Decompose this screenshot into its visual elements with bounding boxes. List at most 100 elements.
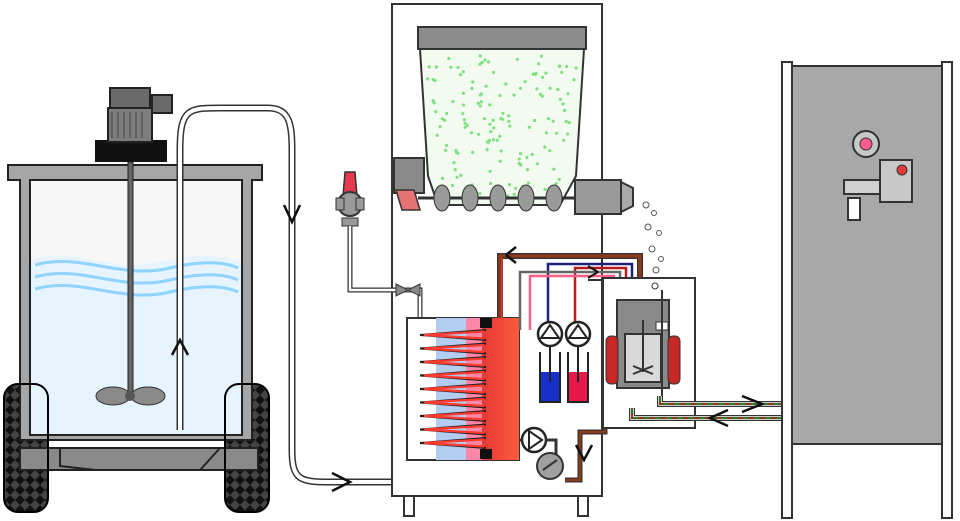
seed-particle xyxy=(535,87,539,91)
seed-particle xyxy=(523,80,527,84)
seed-particle xyxy=(456,151,460,155)
hopper-icon xyxy=(417,26,587,206)
seed-particle xyxy=(562,108,567,112)
seed-particle xyxy=(465,123,469,127)
seed-particle xyxy=(461,103,466,107)
pump-icon xyxy=(564,320,592,348)
seed-particle xyxy=(564,119,568,124)
agitator-shaft xyxy=(127,161,134,398)
seed-particle xyxy=(530,152,534,157)
seed-particle xyxy=(426,77,430,81)
seed-particle xyxy=(478,93,482,97)
seed-particle xyxy=(489,130,493,134)
seed-particle xyxy=(451,99,455,104)
seed-particle xyxy=(445,111,449,116)
seed-particle xyxy=(427,65,431,69)
pump-icon xyxy=(536,320,564,348)
seed-particle xyxy=(566,132,570,136)
seed-particle xyxy=(478,54,482,58)
seed-particle xyxy=(547,117,551,121)
seed-particle xyxy=(498,93,502,98)
seed-particle xyxy=(454,148,458,153)
seed-particle xyxy=(572,78,576,82)
motor-icon xyxy=(574,179,634,215)
seed-particle xyxy=(512,192,516,196)
seed-particle xyxy=(492,126,496,130)
seed-particle xyxy=(525,168,530,172)
seed-particle xyxy=(548,86,552,90)
seed-particle xyxy=(476,132,481,136)
seed-particle xyxy=(491,70,496,75)
seed-particle xyxy=(486,60,491,64)
seed-particle xyxy=(478,191,482,196)
coil-loop-fill xyxy=(423,343,485,354)
seed-particle xyxy=(478,104,482,108)
seed-particle xyxy=(471,150,475,154)
seed-particle xyxy=(445,143,449,148)
mixing-tank xyxy=(4,87,269,512)
seed-particle xyxy=(488,169,492,173)
seed-particle xyxy=(539,54,544,58)
seed-particle xyxy=(476,101,480,105)
seed-particle xyxy=(489,181,493,186)
cabinet-icon xyxy=(781,61,953,519)
seed-particle xyxy=(438,125,442,129)
seed-particle xyxy=(566,92,570,96)
seed-particle xyxy=(560,70,564,74)
seed-particle xyxy=(558,97,562,101)
seed-particle xyxy=(504,82,508,86)
seed-particle xyxy=(574,66,578,70)
seed-particle xyxy=(434,110,438,114)
seed-particle xyxy=(501,111,505,115)
seed-particle xyxy=(565,64,569,69)
seed-particle xyxy=(453,168,457,172)
auger-icon xyxy=(393,157,585,212)
seed-particle xyxy=(508,124,512,128)
seed-particle xyxy=(440,176,445,180)
check-valve-icon xyxy=(395,283,421,297)
seed-particle xyxy=(552,167,556,171)
seed-particle xyxy=(512,93,516,97)
seed-particle xyxy=(488,103,492,107)
flow-arrow-down xyxy=(282,204,302,225)
coil-loop-fill xyxy=(423,357,485,367)
seed-particle xyxy=(463,125,467,129)
coil-loop-fill xyxy=(423,330,485,340)
seed-particle xyxy=(554,182,558,186)
seed-particle xyxy=(514,186,518,190)
seed-particle xyxy=(543,187,547,191)
seed-particle xyxy=(485,140,490,144)
seed-particle xyxy=(558,64,562,68)
seed-particle xyxy=(485,148,489,152)
coil-loop-fill xyxy=(423,411,485,421)
seed-particle xyxy=(495,138,499,142)
seed-particle xyxy=(451,183,455,188)
seed-particle xyxy=(507,119,511,123)
seed-particle xyxy=(491,138,496,142)
seed-particle xyxy=(515,57,519,61)
seed-particle xyxy=(499,116,503,121)
seed-particle xyxy=(544,71,548,75)
seed-particle xyxy=(444,148,448,152)
valve-icon xyxy=(335,171,365,227)
seed-particle xyxy=(484,84,488,88)
seed-particle xyxy=(562,138,566,142)
seed-particle xyxy=(479,100,483,104)
seed-particle xyxy=(449,65,453,69)
seed-particle xyxy=(551,119,555,123)
motor-icon xyxy=(95,87,173,162)
coil-loop-fill xyxy=(423,370,485,381)
seed-particle xyxy=(447,56,451,61)
seed-particle xyxy=(507,114,511,118)
coil-loop-fill xyxy=(423,397,485,408)
dispenser-unit xyxy=(843,130,913,221)
seed-particle xyxy=(434,65,438,69)
seed-particle xyxy=(498,134,502,138)
seed-particle xyxy=(455,175,459,179)
seed-particle xyxy=(537,62,541,66)
seed-particle xyxy=(480,60,484,65)
seed-particle xyxy=(461,112,465,116)
seed-particle xyxy=(452,161,456,165)
